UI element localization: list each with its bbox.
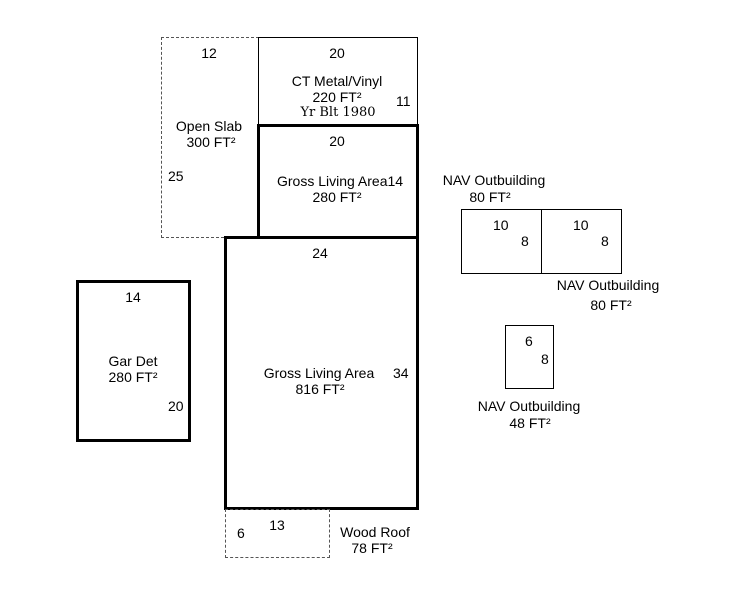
wood-roof-label: Wood Roof [340,524,410,540]
wood-roof-area [225,509,330,558]
open-slab-area-value: 300 FT² [186,134,236,150]
ct-metal-vinyl-year-built: Yr Blt 1980 [300,105,376,120]
gar-det-area-value: 280 FT² [108,369,158,385]
gar-det-area [76,280,191,442]
nav-outbuilding-3-dim-top: 6 [525,333,533,349]
nav-outbuilding-1-dim-right: 8 [521,233,529,249]
gla-upper-dim-top: 20 [329,133,345,149]
nav-outbuilding-2-area-value: 80 FT² [590,297,632,313]
nav-outbuilding-2-dim-right: 8 [601,233,609,249]
ct-metal-vinyl-dim-top: 20 [329,45,345,61]
gla-main-dim-top: 24 [312,245,328,261]
gla-upper-area-value: 280 FT² [312,189,362,205]
open-slab-dim-left: 25 [168,168,184,184]
gla-main-area-value: 816 FT² [295,381,345,397]
gla-main-dim-right: 34 [393,365,409,381]
gar-det-label: Gar Det [108,353,158,369]
nav-outbuilding-1-area-value: 80 FT² [469,189,511,205]
nav-outbuilding-2-label: NAV Outbuilding [556,277,660,293]
gar-det-dim-right: 20 [168,398,184,414]
open-slab-dim-top: 12 [201,45,217,61]
nav-outbuilding-3-area-value: 48 FT² [509,415,551,431]
nav-outbuilding-1-label: NAV Outbuilding [442,172,546,188]
nav-outbuilding-2-dim-top: 10 [573,217,589,233]
wood-roof-area-value: 78 FT² [351,540,393,556]
gla-main-area [224,236,419,510]
gla-upper-label: Gross Living Area14 [277,173,403,189]
gla-upper-name: Gross Living Area [277,173,388,189]
wood-roof-dim-top: 13 [269,517,285,533]
gla-upper-dim-right: 14 [387,173,404,189]
open-slab-label: Open Slab [175,118,243,134]
ct-metal-vinyl-area-value: 220 FT² [312,89,362,105]
gla-main-label: Gross Living Area [263,365,375,381]
nav-outbuilding-3-area [505,325,554,389]
ct-metal-vinyl-dim-right: 11 [396,93,411,109]
gar-det-dim-top: 14 [125,289,141,305]
ct-metal-vinyl-label: CT Metal/Vinyl [291,73,383,89]
nav-outbuilding-3-dim-right: 8 [541,351,549,367]
nav-outbuilding-3-label: NAV Outbuilding [477,398,581,414]
nav-outbuilding-1-dim-top: 10 [493,217,509,233]
nav-outbuilding-2-area [541,209,622,274]
wood-roof-dim-left: 6 [237,525,245,541]
